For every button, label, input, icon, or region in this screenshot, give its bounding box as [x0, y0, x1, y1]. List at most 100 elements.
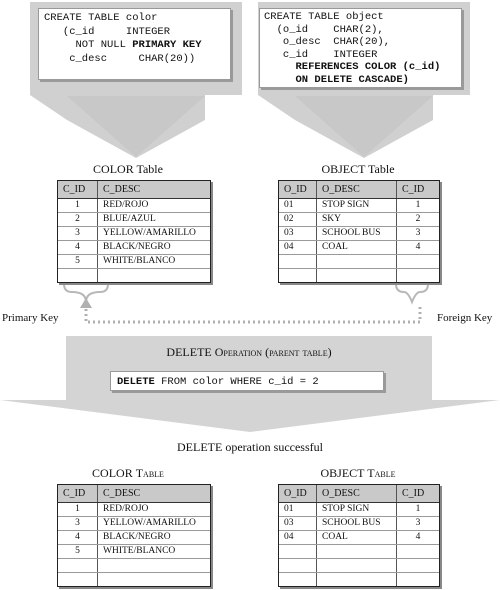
table-cell	[58, 269, 98, 282]
table-cell: 1	[415, 504, 421, 514]
top-color-title: COLOR Table	[93, 162, 163, 176]
table-cell: 03	[279, 227, 317, 240]
table-cell	[279, 573, 317, 586]
code-line: o_desc CHAR(20),	[264, 36, 391, 48]
table-cell: 1	[58, 199, 98, 212]
table-cell: 3	[58, 517, 98, 530]
code-line: (o_id CHAR(2),	[264, 23, 384, 36]
column-header: C_ID	[402, 184, 425, 195]
code-line: c_desc CHAR(20))	[44, 52, 196, 65]
table-cell: COAL	[317, 241, 397, 254]
table-cell: 5	[58, 255, 98, 268]
table-cell: STOP SIGN	[317, 199, 397, 212]
table-cell: 1	[58, 503, 98, 516]
table-cell: WHITE/BLANCO	[103, 546, 176, 556]
table-cell: 5	[58, 545, 98, 558]
column-header: O_DESC	[317, 485, 397, 502]
table-header: O_ID O_DESC C_ID	[279, 181, 439, 199]
table-cell	[279, 559, 317, 572]
table-cell: 4	[58, 241, 98, 254]
table-cell: 3	[415, 518, 421, 528]
table-cell: 01	[279, 199, 317, 212]
table-row: 3 YELLOW/AMARILLO	[58, 227, 210, 241]
table-row	[279, 255, 439, 269]
table-cell: BLACK/NEGRO	[103, 532, 171, 542]
code-line: CREATE TABLE object	[264, 11, 384, 23]
table-cell: BLACK/NEGRO	[103, 242, 171, 252]
table-cell: STOP SIGN	[317, 503, 397, 516]
table-row: 4 BLACK/NEGRO	[58, 531, 210, 545]
table-row	[279, 269, 439, 282]
table-cell	[317, 545, 397, 558]
table-cell: 3	[58, 227, 98, 240]
table-cell: 1	[415, 200, 421, 210]
table-row	[58, 573, 210, 586]
table-cell: 04	[279, 531, 317, 544]
left-arrow-head	[67, 96, 205, 157]
table-cell: 4	[415, 242, 421, 252]
key-dotted-line	[84, 304, 422, 324]
table-row	[279, 573, 439, 586]
column-header: C_DESC	[103, 184, 141, 195]
table-cell: BLUE/AZUL	[103, 214, 156, 224]
foreign-key-bracket	[395, 283, 429, 305]
dotted-arrowhead	[80, 298, 92, 308]
table-cell: RED/ROJO	[103, 200, 149, 210]
table-row	[58, 269, 210, 282]
table-cell: WHITE/BLANCO	[103, 256, 176, 266]
table-cell	[279, 269, 317, 282]
column-header: O_ID	[279, 485, 317, 502]
table-cell	[317, 573, 397, 586]
top-object-title: OBJECT Table	[321, 162, 395, 176]
table-cell	[397, 545, 439, 558]
table-cell	[98, 559, 210, 572]
table-cell	[397, 255, 439, 268]
table-cell	[397, 559, 439, 572]
table-cell	[98, 269, 210, 282]
column-header: C_ID	[58, 485, 98, 502]
table-cell	[397, 573, 439, 586]
table-cell: RED/ROJO	[103, 504, 149, 514]
table-row	[279, 559, 439, 573]
code-line: NOT NULL PRIMARY KEY	[44, 39, 202, 51]
table-cell	[58, 573, 98, 586]
table-row: 5 WHITE/BLANCO	[58, 545, 210, 559]
table-cell: COAL	[317, 531, 397, 544]
foreign-key-label: Foreign Key	[437, 312, 493, 324]
code-line: REFERENCES COLOR (c_id)	[264, 61, 441, 73]
table-row	[279, 545, 439, 559]
right-arrow-head	[295, 96, 433, 157]
table-row: 4 BLACK/NEGRO	[58, 241, 210, 255]
column-header: C_ID	[58, 181, 98, 198]
column-header: C_DESC	[103, 488, 141, 499]
column-header: C_ID	[402, 488, 425, 499]
delete-success-label: DELETE operation successful	[177, 440, 323, 454]
bottom-color-title: COLOR Table	[92, 466, 164, 480]
table-cell: 4	[58, 531, 98, 544]
table-cell: 3	[415, 228, 421, 238]
table-cell	[317, 559, 397, 572]
table-cell	[317, 255, 397, 268]
table-cell: 04	[279, 241, 317, 254]
code-line: CREATE TABLE color	[44, 12, 158, 24]
column-header: O_DESC	[317, 181, 397, 198]
table-cell: YELLOW/AMARILLO	[103, 228, 196, 238]
table-row: 5 WHITE/BLANCO	[58, 255, 210, 269]
table-cell	[279, 545, 317, 558]
primary-key-label: Primary Key	[2, 312, 59, 324]
table-header: C_ID C_DESC	[58, 485, 210, 503]
code-line: c_id INTEGER	[264, 48, 378, 61]
table-cell	[397, 269, 439, 282]
